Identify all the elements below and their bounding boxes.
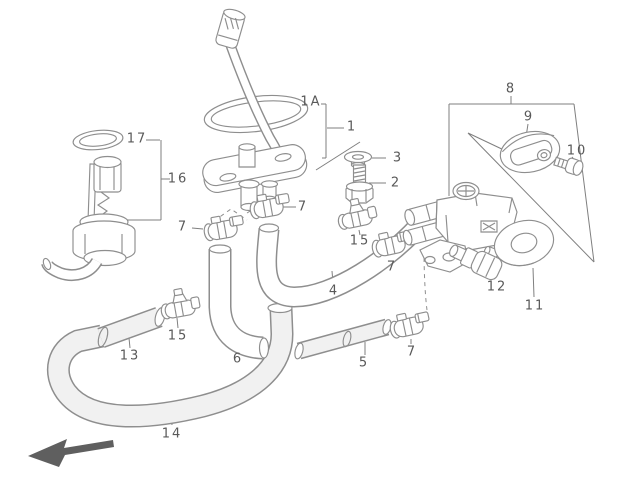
fuel-cock-body xyxy=(402,183,517,273)
screw-10 xyxy=(553,153,585,176)
sender-outlet-pipe xyxy=(42,257,97,275)
hose-5 xyxy=(293,319,392,360)
hose-clamp-screw xyxy=(387,308,433,340)
detail-frame-8 xyxy=(449,96,594,262)
washer-11 xyxy=(489,214,558,272)
hose-4 xyxy=(260,219,426,297)
lever-shaft xyxy=(230,44,280,162)
fuel-level-gauge-16 xyxy=(42,157,135,276)
union-bolt-12 xyxy=(446,238,504,281)
hose-clamp-screw xyxy=(201,211,246,243)
oring-17 xyxy=(72,128,124,152)
cock-lever-9 xyxy=(496,126,563,178)
hose-14 xyxy=(58,304,292,417)
hose-13 xyxy=(96,307,166,348)
hose-clamp-wire xyxy=(157,285,202,321)
hose-clamp-wire xyxy=(333,194,379,231)
hose-6 xyxy=(210,245,269,358)
direction-arrow-icon xyxy=(28,439,114,467)
bolt-2 xyxy=(346,165,373,203)
tap-base-plate xyxy=(201,142,309,210)
lever-knob-1 xyxy=(215,7,246,49)
